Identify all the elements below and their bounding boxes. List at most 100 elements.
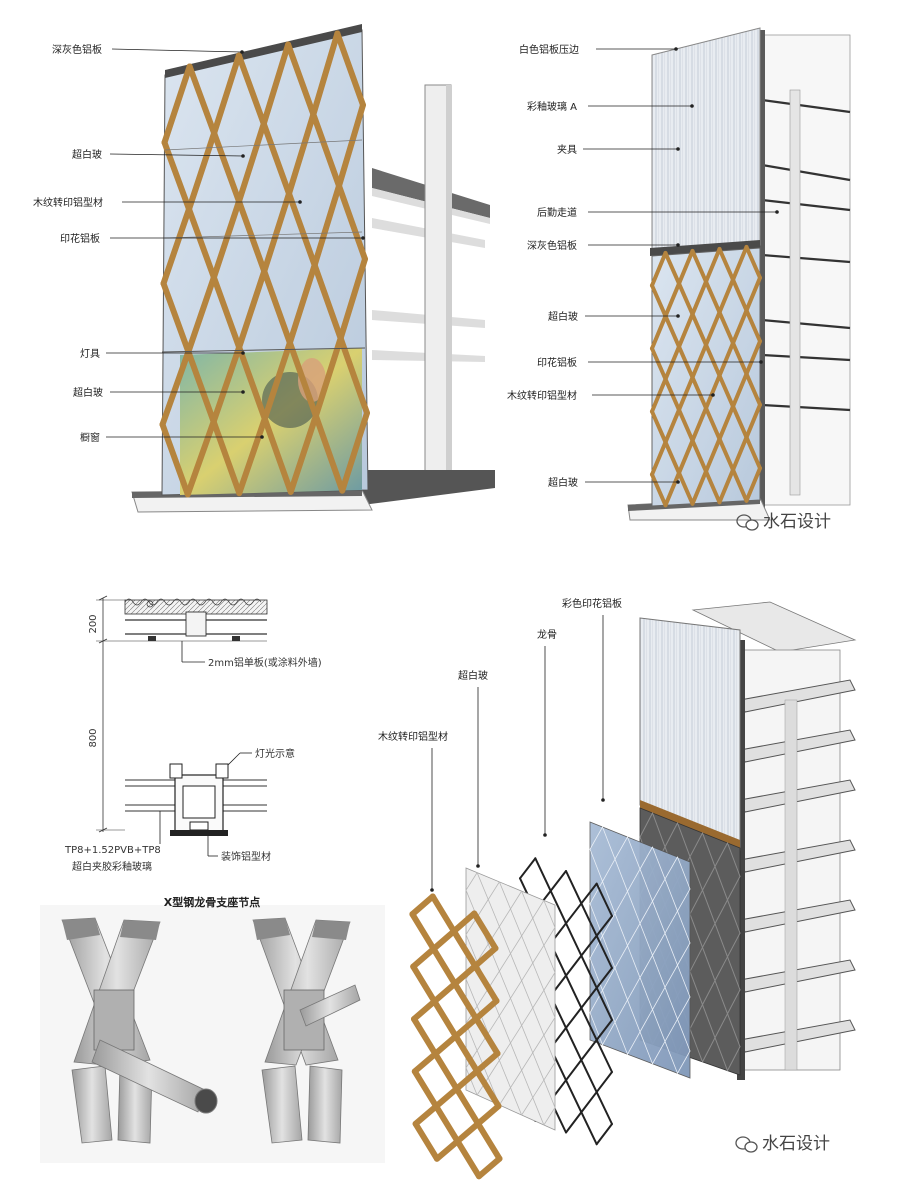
label-a2: 超白玻 [72, 148, 245, 161]
wood-strut [473, 1015, 501, 1057]
dark-panel-line [652, 812, 666, 848]
clear-glass-line [543, 899, 556, 928]
wood-strut [663, 440, 681, 475]
blue-glass-line [664, 1041, 678, 1074]
wood-strut [450, 928, 479, 970]
dark-panel-line [689, 1004, 703, 1030]
wood-strut [650, 314, 668, 351]
blue-glass-line [627, 922, 641, 947]
label-a5: 灯具 [80, 348, 245, 360]
wood-strut [663, 281, 681, 319]
blue-glass-line [602, 1021, 616, 1046]
clear-glass-line [465, 978, 478, 1007]
label-d1: 彩色印花铝板 [562, 597, 622, 802]
wood-strut [412, 1103, 440, 1127]
blue-glass-line [602, 881, 616, 914]
wood-strut [454, 1138, 482, 1180]
label-b3: 夹具 [557, 143, 680, 156]
blue-glass-line [627, 1031, 641, 1055]
wood-strut [690, 249, 708, 284]
clear-glass-line [521, 1097, 534, 1116]
blue-glass-line [677, 888, 691, 912]
wood-strut [160, 206, 192, 287]
keel-strut [565, 1059, 583, 1082]
label-b5: 深灰色铝板 [527, 239, 680, 252]
wood-strut [717, 467, 735, 505]
keel-strut [549, 870, 567, 892]
wood-strut [677, 249, 695, 286]
wood-strut [211, 130, 242, 205]
keel-strut [580, 986, 598, 1009]
svg-text:印花铝板: 印花铝板 [537, 356, 577, 369]
panel-d-blue-glass [589, 821, 691, 1079]
label-a4: 印花铝板 [60, 232, 365, 245]
clear-glass-line [487, 899, 500, 927]
wood-strut [210, 418, 243, 497]
wood-strut [704, 279, 722, 315]
keel-strut [580, 934, 598, 957]
clear-glass-line [521, 962, 534, 982]
svg-text:橱窗: 橱窗 [80, 431, 100, 444]
wood-strut [286, 262, 318, 346]
keel-strut [580, 1038, 598, 1062]
keel-strut [595, 934, 613, 969]
wood-strut [312, 412, 346, 494]
wood-strut [432, 1050, 460, 1092]
keel-strut [565, 870, 583, 905]
tube-2 [299, 984, 361, 1027]
svg-text:木纹转印铝型材: 木纹转印铝型材 [33, 196, 103, 209]
wood-strut [731, 308, 749, 346]
wood-strut [312, 335, 344, 419]
wood-strut [236, 120, 267, 205]
blue-glass-line [639, 846, 653, 870]
wood-strut [410, 963, 438, 1005]
wood-strut [690, 342, 708, 380]
wood-strut [186, 130, 218, 213]
wood-strut [429, 893, 457, 935]
clear-glass-line [498, 1015, 511, 1044]
blue-glass-line [639, 1009, 653, 1033]
wood-strut [690, 375, 708, 411]
panel-d-blue-glass-lines [589, 826, 691, 1074]
keel-strut [595, 1091, 613, 1125]
svg-text:木纹转印铝型材: 木纹转印铝型材 [507, 389, 577, 402]
wood-strut [473, 997, 500, 1022]
wood-strut [286, 111, 317, 197]
clear-glass-line [487, 881, 500, 900]
dark-panel-line [689, 856, 703, 891]
wood-strut [452, 1033, 481, 1075]
panel-c-dimension-line [96, 595, 125, 833]
wood-strut [185, 348, 217, 425]
blue-glass-line [602, 967, 616, 991]
wood-strut [210, 344, 243, 425]
blue-glass-line [677, 996, 691, 1020]
wood-strut [161, 63, 193, 146]
label-b7: 印花铝板 [537, 356, 763, 369]
wood-strut [236, 344, 268, 422]
clear-glass-line [532, 1034, 545, 1054]
label-d3: 超白玻 [458, 669, 488, 868]
wood-strut [210, 198, 242, 281]
blue-glass-line [627, 836, 641, 870]
dark-panel-line [714, 842, 728, 868]
clear-glass-line [498, 1087, 511, 1106]
wood-strut [476, 1155, 503, 1180]
panel-d-labels: 彩色印花铝板 龙骨 超白玻 木纹转印铝型材 [378, 597, 622, 892]
wood-strut [731, 341, 749, 376]
clear-glass-line [487, 943, 500, 972]
wood-strut [160, 280, 192, 355]
keel-strut [595, 986, 613, 1021]
blue-glass-line [614, 945, 628, 969]
keel-strut [595, 967, 613, 989]
wood-strut [744, 245, 762, 280]
clear-glass-line [498, 1042, 511, 1061]
wood-strut [261, 190, 292, 275]
panel-c-wall-assembly [124, 598, 268, 642]
dark-panel-line [689, 889, 703, 915]
wood-strut [677, 407, 695, 443]
wood-strut [650, 440, 668, 477]
wood-strut [650, 409, 668, 445]
clear-glass-line [498, 997, 511, 1017]
svg-text:白色铝板压边: 白色铝板压边 [519, 43, 579, 56]
panel-e-x-steel-node: X型钢龙骨支座节点 [40, 895, 385, 1163]
